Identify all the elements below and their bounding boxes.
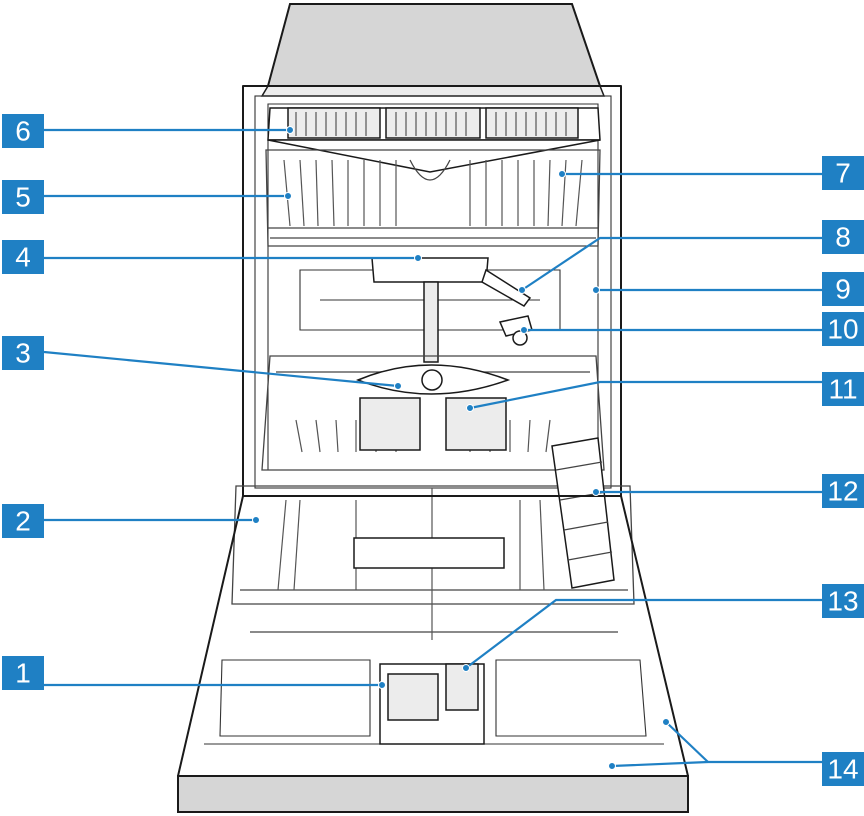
leader-dot-11 bbox=[467, 405, 474, 412]
callout-13: 13 bbox=[822, 584, 864, 618]
callout-9: 9 bbox=[822, 272, 864, 306]
callout-label-2: 2 bbox=[15, 506, 31, 537]
callout-label-14: 14 bbox=[827, 754, 858, 785]
callout-4: 4 bbox=[2, 240, 44, 274]
leader-dot-1 bbox=[379, 682, 386, 689]
leader-line-13 bbox=[466, 600, 822, 668]
callout-5: 5 bbox=[2, 180, 44, 214]
leader-dot-4 bbox=[415, 255, 422, 262]
leader-dot-14 bbox=[609, 763, 616, 770]
leader-dot-2 bbox=[253, 517, 260, 524]
callout-label-10: 10 bbox=[827, 314, 858, 345]
lower-spray-arm bbox=[358, 365, 508, 394]
leader-dot-8 bbox=[519, 287, 526, 294]
leader-branch-14 bbox=[666, 722, 708, 762]
callout-label-7: 7 bbox=[835, 158, 851, 189]
cutlery-basket bbox=[552, 438, 614, 588]
callout-11: 11 bbox=[822, 372, 864, 406]
callout-label-3: 3 bbox=[15, 338, 31, 369]
callout-7: 7 bbox=[822, 156, 864, 190]
callout-label-11: 11 bbox=[828, 374, 857, 405]
callout-12: 12 bbox=[822, 474, 864, 508]
callout-6: 6 bbox=[2, 114, 44, 148]
callout-14: 14 bbox=[822, 752, 864, 786]
leader-dot-12 bbox=[593, 489, 600, 496]
callout-2: 2 bbox=[2, 504, 44, 538]
callout-3: 3 bbox=[2, 336, 44, 370]
leader-dot-10 bbox=[521, 327, 528, 334]
callout-label-4: 4 bbox=[15, 242, 31, 273]
dishwasher-illustration bbox=[178, 4, 688, 812]
callout-label-8: 8 bbox=[835, 222, 851, 253]
leader-line-14 bbox=[612, 762, 822, 766]
leader-dot-13 bbox=[463, 665, 470, 672]
leader-line-3 bbox=[44, 352, 398, 386]
upper-spray-arm bbox=[372, 258, 530, 362]
callout-1: 1 bbox=[2, 656, 44, 690]
callout-8: 8 bbox=[822, 220, 864, 254]
leader-dot-6 bbox=[287, 127, 294, 134]
leader-dot-7 bbox=[559, 171, 566, 178]
callout-label-12: 12 bbox=[827, 476, 858, 507]
leader-dot-5 bbox=[285, 193, 292, 200]
callout-label-13: 13 bbox=[827, 586, 858, 617]
leader-line-11 bbox=[470, 382, 822, 408]
callout-10: 10 bbox=[822, 312, 864, 346]
callout-label-5: 5 bbox=[15, 182, 31, 213]
callout-label-9: 9 bbox=[835, 274, 851, 305]
leader-dot-3 bbox=[395, 383, 402, 390]
callout-label-1: 1 bbox=[15, 658, 31, 689]
callout-label-6: 6 bbox=[15, 116, 31, 147]
leader-dot-9 bbox=[593, 287, 600, 294]
leader-dot-branch-14 bbox=[663, 719, 670, 726]
top-panel bbox=[268, 4, 600, 86]
detergent-dispenser bbox=[380, 664, 484, 744]
